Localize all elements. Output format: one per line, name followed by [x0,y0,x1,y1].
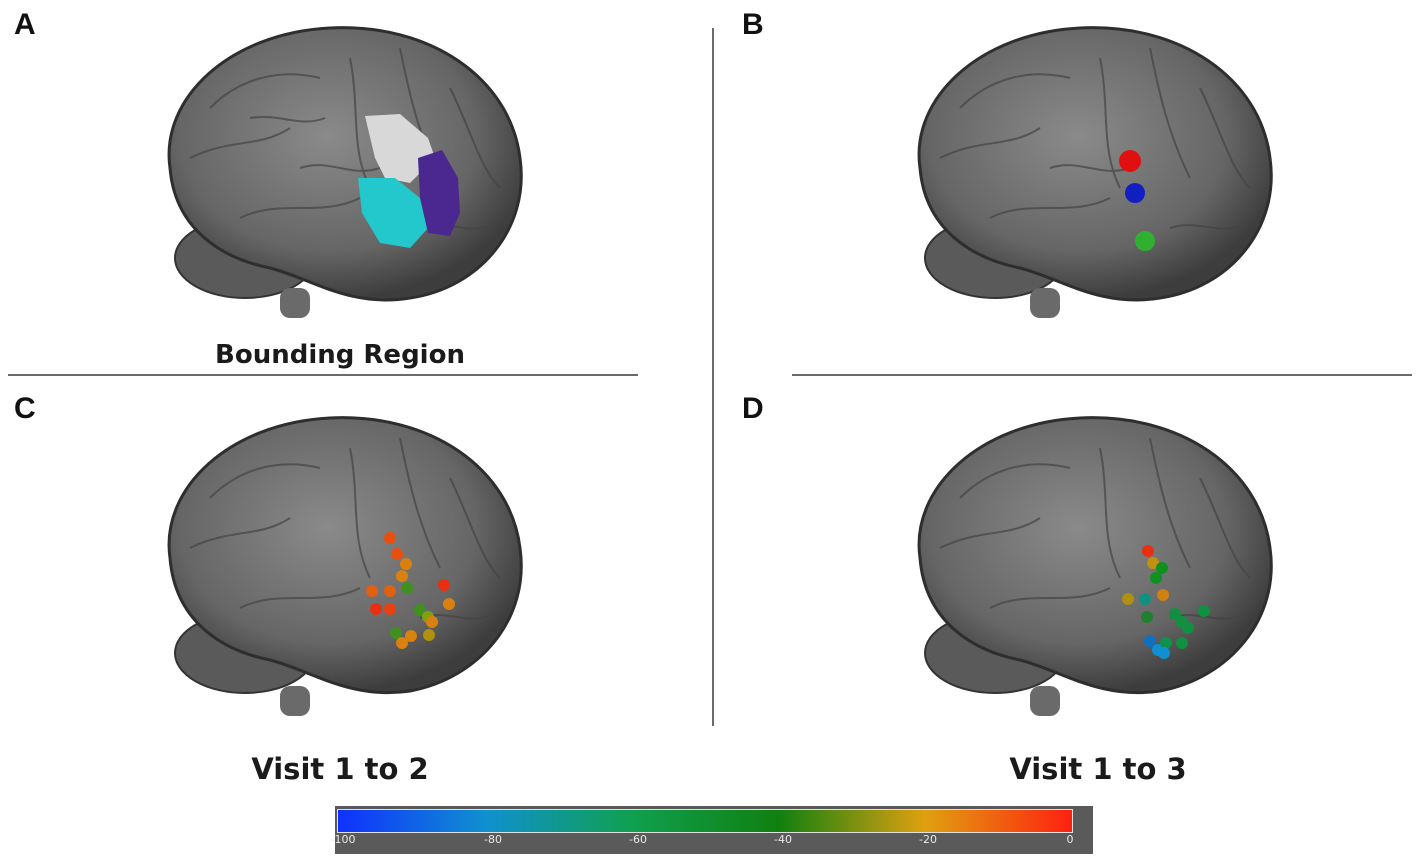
marker [438,579,450,591]
brainstem [280,288,310,318]
marker [401,582,413,594]
region-cyan [358,178,428,248]
marker [1139,593,1151,605]
marker [390,627,402,639]
colorbar-tick: -40 [774,833,792,846]
marker [1147,557,1159,569]
colorbar-tick: -80 [484,833,502,846]
marker-green [1135,231,1155,251]
marker [426,616,438,628]
marker [1160,637,1172,649]
cerebrum [917,26,1273,302]
marker [396,570,408,582]
brainstem [1030,686,1060,716]
marker [391,548,403,560]
marker [400,558,412,570]
marker [1169,608,1181,620]
marker [405,630,417,642]
marker [1156,562,1168,574]
marker-cluster-c [366,532,455,649]
brainstem [1030,288,1060,318]
marker [1157,589,1169,601]
colorbar: -100 -80 -60 -40 -20 0 [331,806,1093,854]
separator-top-right [792,374,1412,376]
marker [1176,637,1188,649]
panel-label-b: B [742,8,764,41]
region-purple [418,150,460,236]
marker [1144,635,1156,647]
colorbar-tick: -60 [629,833,647,846]
marker [1141,611,1153,623]
colorbar-tick: -20 [919,833,937,846]
caption-visit-1-to-3: Visit 1 to 3 [1009,752,1187,786]
marker [1198,605,1210,617]
marker [1142,545,1154,557]
marker [384,532,396,544]
panel-label-c: C [14,392,36,425]
marker-blue [1125,183,1145,203]
panel-label-a: A [14,8,36,41]
marker [423,629,435,641]
marker [1150,572,1162,584]
marker [1158,647,1170,659]
marker [384,585,396,597]
caption-bounding-region: Bounding Region [215,340,465,370]
colorbar-gradient [337,809,1073,833]
marker [1182,622,1194,634]
brainstem [280,686,310,716]
marker [443,598,455,610]
marker-cluster-d [1122,545,1210,659]
colorbar-tick: -100 [330,833,356,846]
marker-red [1119,150,1141,172]
brain-render-d [917,416,1273,716]
marker [370,603,382,615]
marker [1122,593,1134,605]
separator-vertical [712,28,714,726]
marker [384,603,396,615]
caption-visit-1-to-2: Visit 1 to 2 [251,752,429,786]
separator-top-left [8,374,638,376]
marker [396,637,408,649]
region-gray [365,114,435,183]
marker [366,585,378,597]
panel-label-d: D [742,392,764,425]
marker [414,604,426,616]
brain-render-b [917,26,1273,318]
colorbar-tick: 0 [1066,833,1074,846]
brain-render-c [167,416,523,716]
brain-render-a [167,26,523,318]
